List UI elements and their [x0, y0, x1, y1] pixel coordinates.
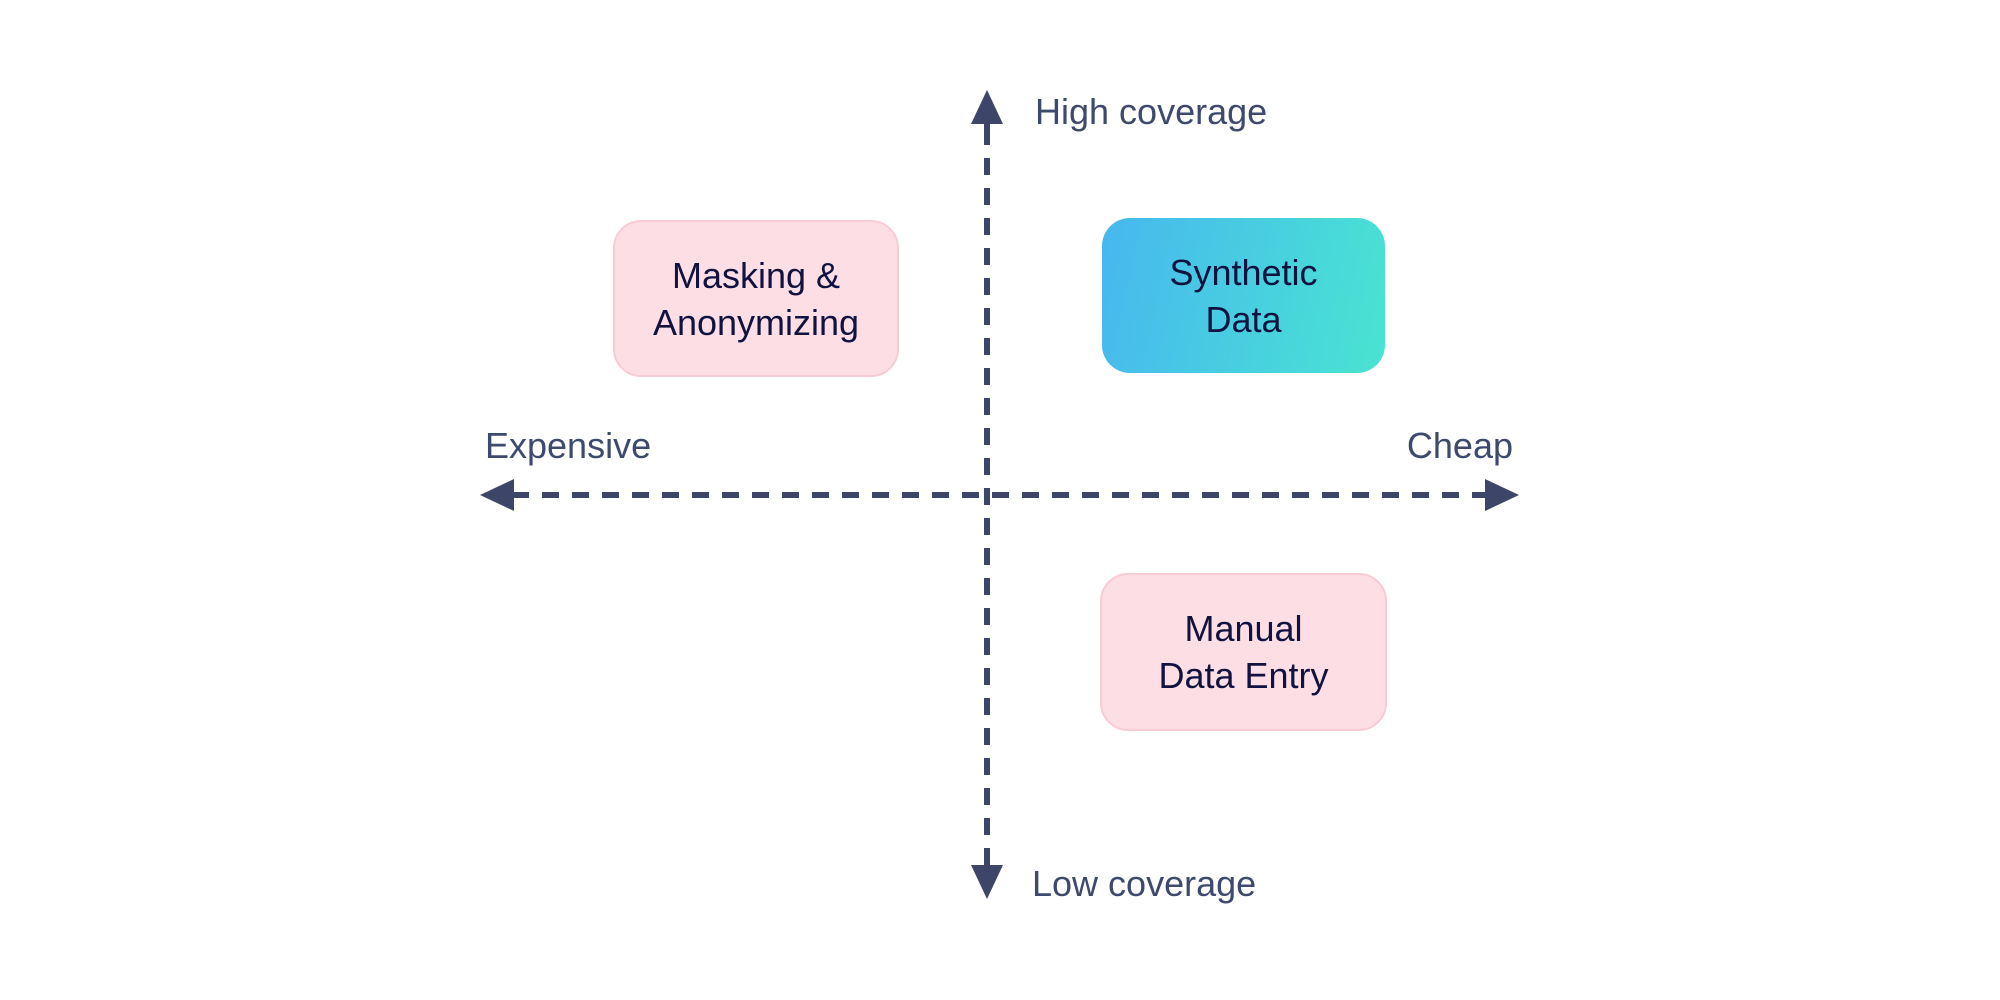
arrow-right-icon	[1485, 479, 1519, 511]
node-masking-anonymizing: Masking & Anonymizing	[613, 220, 899, 377]
axis-label-expensive: Expensive	[485, 425, 652, 466]
arrow-left-icon	[480, 479, 514, 511]
node-label-line: Anonymizing	[652, 301, 860, 343]
arrow-up-icon	[971, 90, 1003, 124]
node-label-line: Manual	[1184, 608, 1303, 649]
node-label-line: Synthetic	[1169, 251, 1318, 293]
axis-label-high-coverage: High coverage	[1035, 91, 1268, 132]
node-label-line: Masking &	[671, 254, 841, 296]
node-manual-data-entry: Manual Data Entry	[1100, 573, 1387, 731]
arrow-down-icon	[971, 865, 1003, 899]
node-label-line: Data	[1205, 298, 1282, 340]
axis-label-low-coverage: Low coverage	[1032, 863, 1257, 904]
axis-label-cheap: Cheap	[1406, 425, 1513, 466]
node-synthetic-data: Synthetic Data	[1102, 218, 1385, 373]
node-label-line: Data Entry	[1158, 655, 1329, 696]
